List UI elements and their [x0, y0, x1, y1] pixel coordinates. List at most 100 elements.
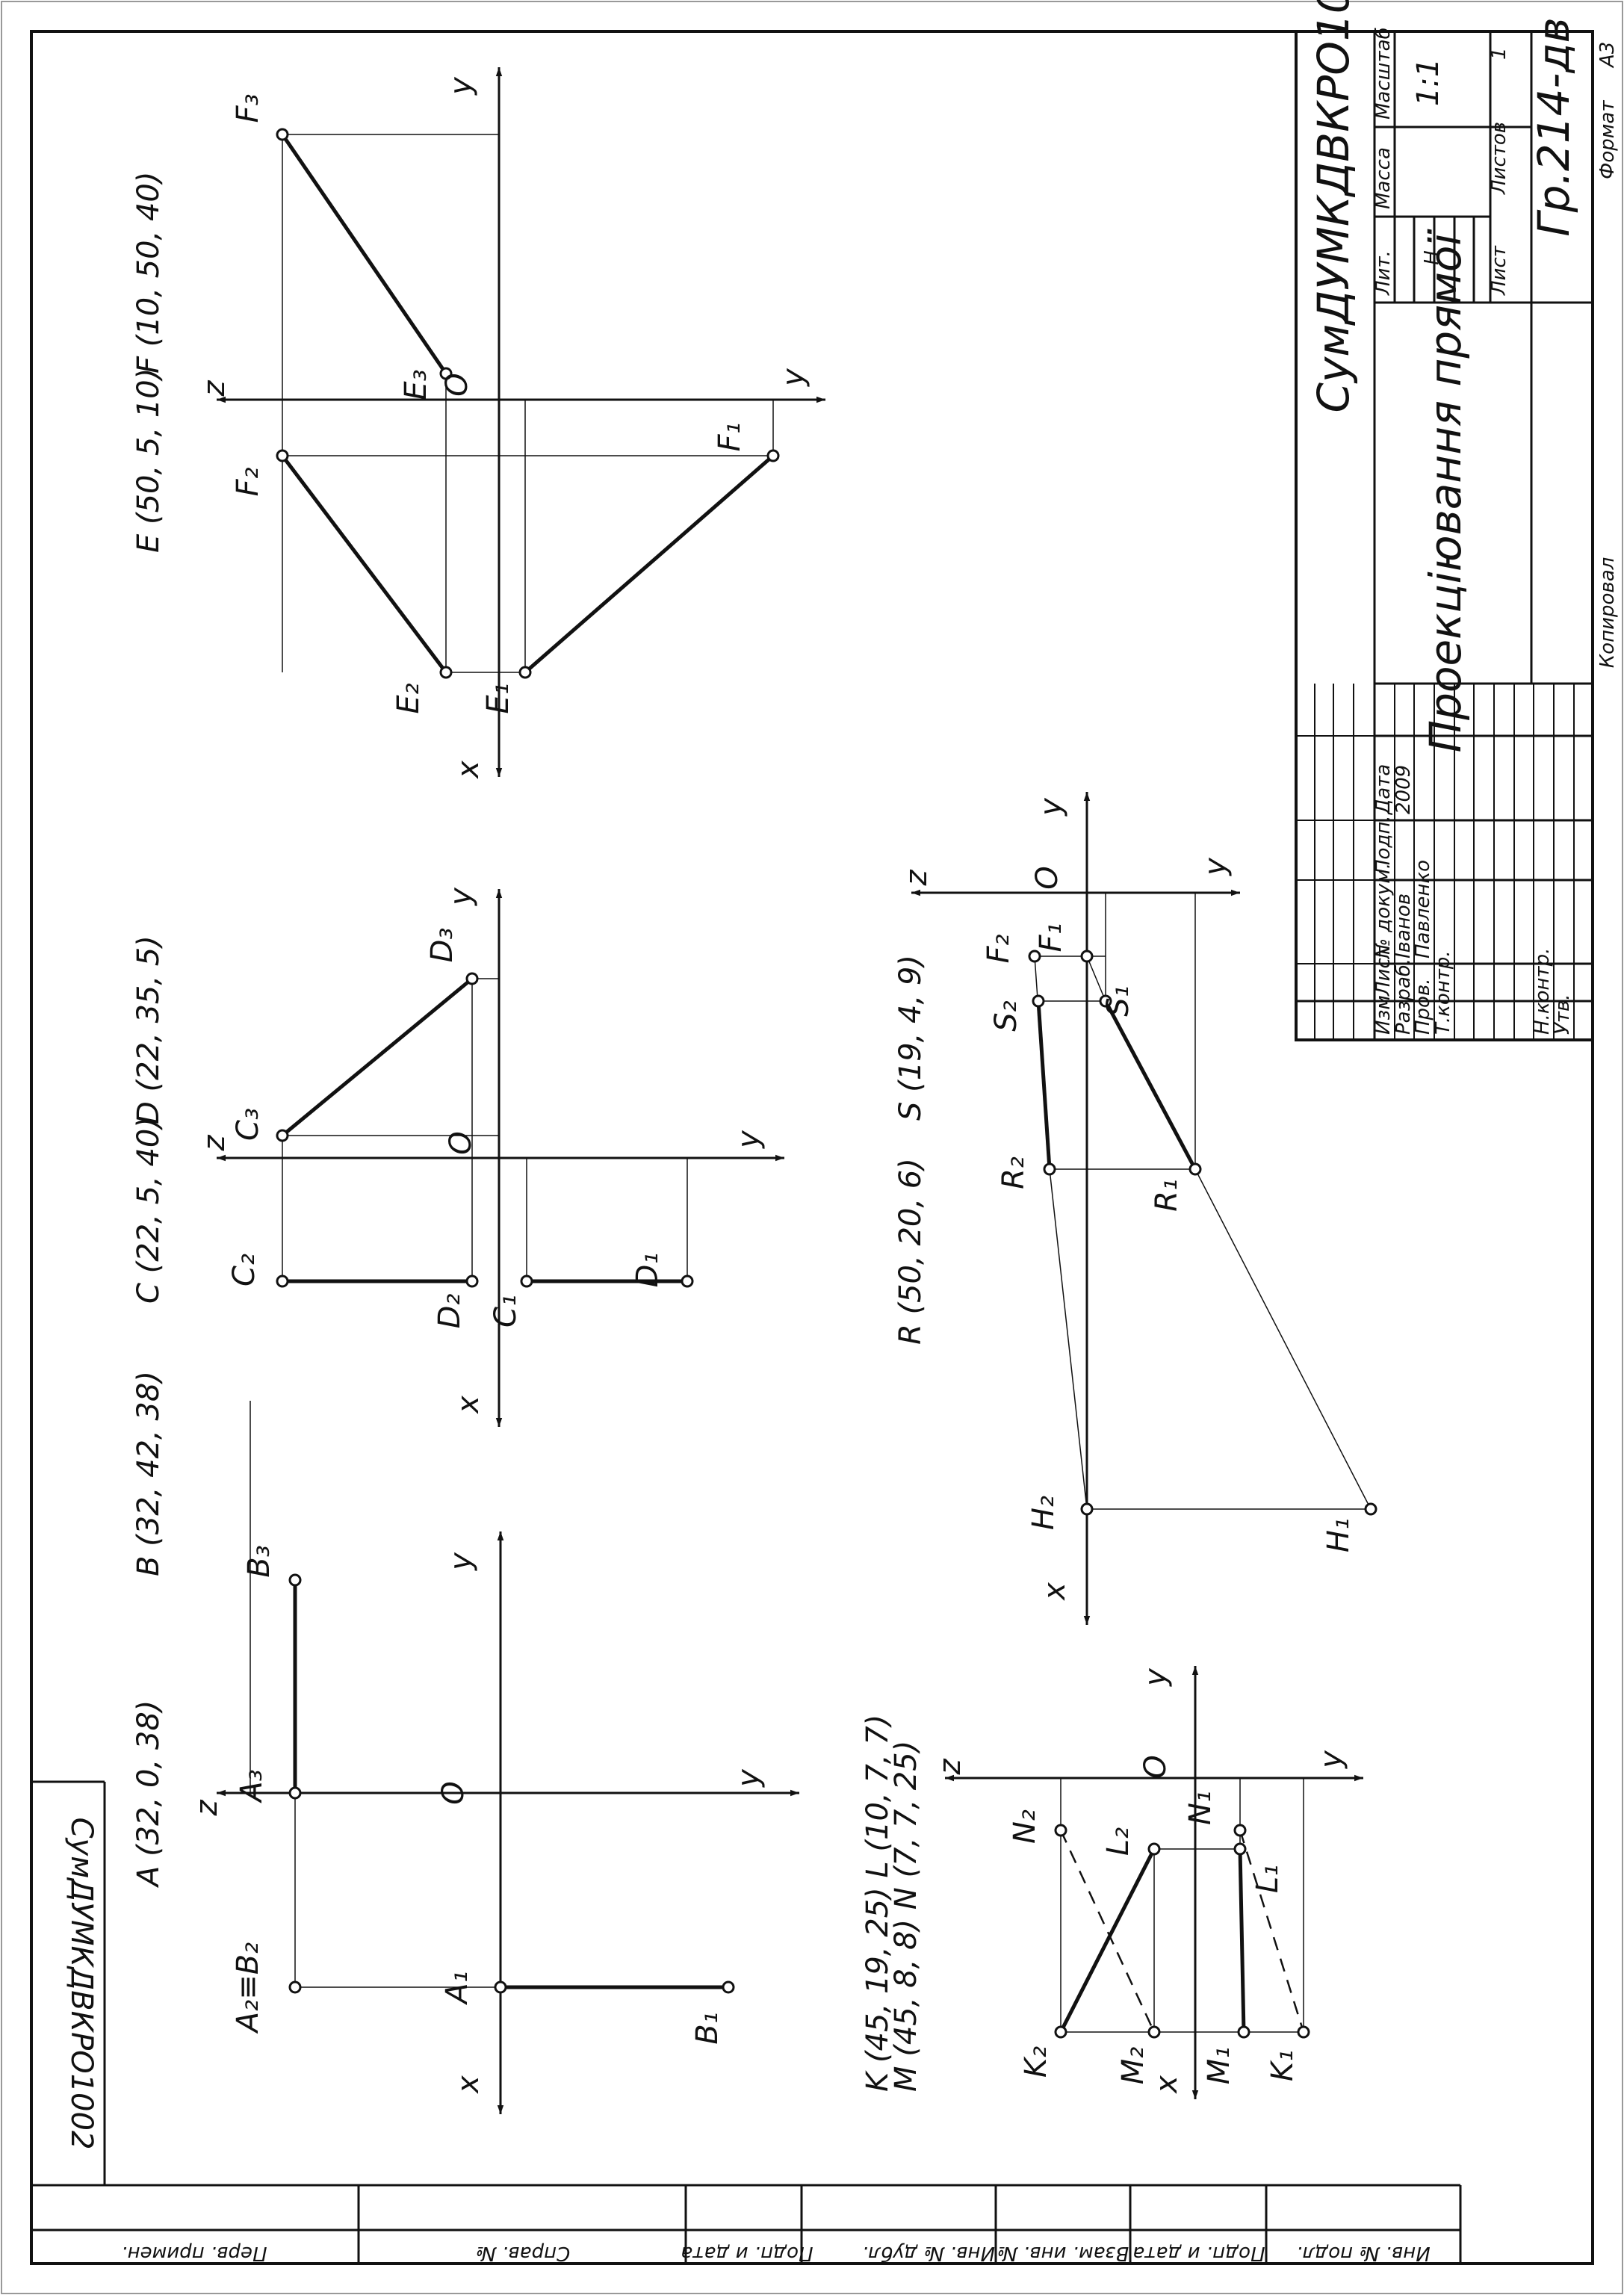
tb-nkontr: Н.контр.: [1531, 948, 1554, 1035]
strip-inv-dubl: Инв. № дубл.: [862, 2242, 995, 2264]
label-ef-y-h: y: [776, 368, 811, 387]
label-e3: E₃: [399, 369, 433, 400]
label-cd-y-v: y: [444, 887, 478, 906]
heading-ef-2: F (10, 50, 40): [131, 172, 166, 374]
label-rs-y-h: y: [1198, 857, 1233, 876]
label-ab-x: x: [451, 2075, 486, 2095]
rs-line-f1s1: [1086, 956, 1106, 1002]
label-ab-y-v: y: [444, 1552, 478, 1571]
klmn-segment-k2l2: [1059, 1848, 1156, 2034]
label-r2: R₂: [997, 1156, 1031, 1189]
label-rs-x: x: [1038, 1582, 1072, 1602]
label-s2: S₂: [989, 1000, 1023, 1031]
point-b1: [722, 1980, 735, 1994]
tb-title: Проекціювання прямої: [1420, 229, 1471, 753]
strip-podp-data-2: Подп. и дата: [681, 2242, 813, 2264]
label-a3: A₃: [235, 1769, 269, 1803]
label-ab-y-h: y: [731, 1768, 766, 1788]
label-klmn-z: z: [933, 1759, 967, 1776]
label-klmn-o: O: [1138, 1755, 1173, 1778]
label-rs-o: O: [1030, 866, 1064, 889]
label-fr1: F₁: [1034, 923, 1068, 952]
rs-line-r1h1: [1194, 1168, 1372, 1510]
point-f2: [276, 449, 289, 462]
strip-designation: СумДУМКДВКРО1002: [64, 1818, 99, 2150]
heading-rs-2: S (19, 4, 9): [893, 955, 928, 1121]
label-e2: E₂: [391, 683, 426, 713]
label-l1: L₁: [1250, 1865, 1285, 1893]
point-s1: [1099, 994, 1112, 1008]
point-k2: [1054, 2025, 1067, 2039]
tb-doc-no: № докум.: [1372, 863, 1395, 960]
point-c1: [520, 1275, 533, 1288]
ef-segment-e2f2: [281, 454, 447, 674]
label-m2: M₂: [1116, 2047, 1150, 2085]
point-k1: [1297, 2025, 1310, 2039]
label-ef-z: z: [197, 380, 232, 397]
point-m1: [1237, 2025, 1250, 2039]
point-f1: [766, 449, 780, 462]
cd-segment-c3d3: [281, 977, 474, 1137]
point-e2: [439, 666, 453, 679]
tb-date: Дата: [1372, 764, 1395, 815]
klmn-segment-l1m1: [1238, 1848, 1246, 2033]
label-cd-x: x: [451, 1396, 486, 1415]
point-a1: [494, 1980, 507, 1994]
label-a1: A₁: [440, 1971, 474, 2005]
label-c2: C₂: [227, 1254, 261, 1286]
left-binding-strip: Инв. № подл. Подп. и дата Взам. инв. № И…: [31, 1780, 1462, 2265]
label-r1: R₁: [1150, 1179, 1184, 1212]
label-klmn-y-v: y: [1138, 1667, 1173, 1687]
label-ef-y-v: y: [444, 76, 478, 96]
tb-year: 2009: [1392, 765, 1415, 814]
point-l2: [1147, 1842, 1161, 1856]
label-n1: N₁: [1183, 1791, 1218, 1825]
title-block: СумДУМКДВКРО1002 Проекціювання прямої Гр…: [1295, 0, 1619, 1041]
point-c3: [276, 1129, 289, 1142]
label-rs-y-v: y: [1034, 797, 1068, 817]
strip-inv-podl: Инв. № подл.: [1296, 2242, 1430, 2264]
label-s1: S₁: [1101, 985, 1135, 1016]
label-klmn-y-h: y: [1314, 1750, 1348, 1769]
strip-perv-prim: Перв. примен.: [121, 2242, 267, 2264]
label-a2b2: A₂≡B₂: [231, 1942, 265, 2034]
point-b3: [288, 1573, 302, 1587]
tb-format-label: Формат: [1596, 100, 1619, 179]
tb-designation: СумДУМКДВКРО1002: [1308, 0, 1359, 412]
point-l1: [1233, 1842, 1247, 1856]
label-f1: F₁: [713, 422, 747, 451]
heading-klmn-2: M (45, 8, 8) N (7, 7, 25): [889, 1741, 923, 2092]
label-rs-z: z: [899, 870, 934, 887]
klmn-segment-n1k1: [1239, 1830, 1305, 2033]
point-r2: [1043, 1162, 1056, 1176]
label-m1: M₁: [1202, 2047, 1236, 2085]
tb-prov-name: Павленко: [1412, 860, 1434, 958]
tb-format: А3: [1596, 42, 1619, 69]
tb-razrab: Разраб.: [1392, 958, 1415, 1035]
point-d1: [681, 1275, 694, 1288]
label-ab-z: z: [190, 1800, 224, 1817]
strip-vzam-inv: Взам. инв. №: [997, 2242, 1129, 2264]
label-b3: B₃: [242, 1545, 276, 1577]
tb-lit-label: Лит.: [1372, 250, 1395, 296]
problem-headings: A (32, 0, 38) B (32, 42, 38) C (22, 5, 4…: [131, 172, 928, 2093]
label-c3: C₃: [231, 1108, 265, 1141]
point-a3: [288, 1786, 302, 1800]
tb-sheets-label: Листов: [1488, 122, 1510, 195]
label-cd-z: z: [197, 1135, 232, 1152]
tb-list: Лист: [1372, 946, 1395, 997]
point-s2: [1032, 994, 1045, 1008]
tb-sheets-count: 1: [1488, 47, 1510, 60]
heading-ab-1: A (32, 0, 38): [131, 1700, 166, 1889]
label-f2: F₂: [231, 467, 265, 496]
tb-utv: Утв.: [1552, 994, 1574, 1035]
tb-mass-label: Масса: [1372, 147, 1395, 209]
point-e3: [439, 367, 453, 380]
tb-sheet-label: Лист: [1488, 245, 1510, 296]
ef-segment-e1f1: [524, 454, 775, 674]
point-d3: [465, 972, 479, 985]
label-k2: K₂: [1019, 2046, 1053, 2078]
